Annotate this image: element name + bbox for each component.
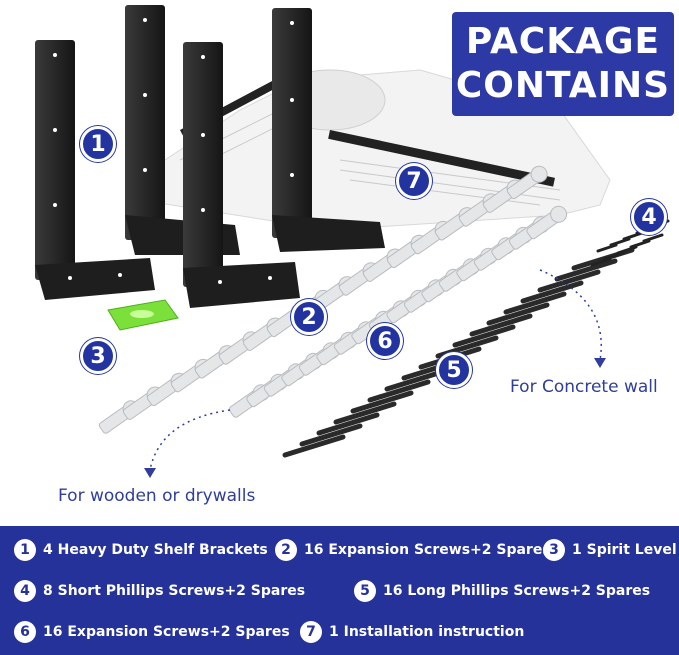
- short-screw: [603, 251, 625, 261]
- content-item-number: 4: [14, 580, 36, 602]
- content-item-label: 16 Long Phillips Screws+2 Spares: [383, 583, 651, 599]
- badge-expansion-screws-b: 6: [367, 323, 403, 359]
- content-item-6: 6 16 Expansion Screws+2 Spares: [14, 619, 290, 645]
- content-item-label: 1 Spirit Level: [572, 542, 677, 558]
- anchor: [506, 165, 548, 200]
- title-line-1: PACKAGE: [465, 21, 661, 62]
- title-line-2: CONTAINS: [455, 65, 671, 106]
- long-screw: [503, 291, 567, 315]
- badge-brackets: 1: [80, 126, 116, 162]
- content-item-7: 7 1 Installation instruction: [300, 619, 524, 645]
- package-illustration: [35, 5, 670, 478]
- badge-instructions: 7: [396, 163, 432, 199]
- long-screw: [316, 412, 380, 436]
- content-item-1: 1 4 Heavy Duty Shelf Brackets: [14, 537, 268, 563]
- long-screw: [350, 390, 414, 414]
- wooden-arrow: [149, 409, 231, 471]
- content-item-label: 16 Expansion Screws+2 Spares: [43, 624, 290, 640]
- concrete-arrow-head: [594, 358, 606, 368]
- package-contains-title: PACKAGE CONTAINS: [452, 12, 674, 116]
- short-screw: [609, 237, 631, 247]
- long-screw: [452, 324, 516, 348]
- short-screw: [622, 231, 644, 241]
- long-screw: [554, 258, 618, 282]
- anchor: [526, 205, 568, 240]
- long-screw: [469, 313, 533, 337]
- spirit-level: [107, 299, 179, 331]
- short-screw: [616, 245, 638, 255]
- content-item-number: 6: [14, 621, 36, 643]
- content-item-number: 5: [354, 580, 376, 602]
- content-item-label: 1 Installation instruction: [329, 624, 525, 640]
- long-screw: [486, 302, 550, 326]
- content-item-number: 7: [300, 621, 322, 643]
- long-screw: [333, 401, 397, 425]
- wooden-arrow-head: [144, 468, 156, 478]
- content-item-number: 3: [543, 539, 565, 561]
- callout-wooden-drywall: For wooden or drywalls: [58, 486, 256, 506]
- content-item-label: 8 Short Phillips Screws+2 Spares: [43, 583, 306, 599]
- long-screw: [520, 280, 584, 304]
- short-screw: [590, 257, 612, 267]
- callout-concrete-wall: For Concrete wall: [510, 377, 658, 397]
- badge-expansion-screws-a: 2: [291, 299, 327, 335]
- content-item-5: 5 16 Long Phillips Screws+2 Spares: [354, 578, 650, 604]
- long-screw: [384, 368, 448, 392]
- content-item-3: 3 1 Spirit Level: [543, 537, 677, 563]
- badge-long-screws: 5: [436, 352, 472, 388]
- long-screw: [282, 434, 346, 458]
- long-screw: [367, 379, 431, 403]
- badge-spirit-level: 3: [80, 338, 116, 374]
- content-item-number: 1: [14, 539, 36, 561]
- content-item-label: 16 Expansion Screws+2 Spares: [304, 542, 551, 558]
- short-screw: [629, 239, 651, 249]
- content-item-2: 2 16 Expansion Screws+2 Spares: [275, 537, 551, 563]
- short-screw: [642, 233, 664, 243]
- content-item-4: 4 8 Short Phillips Screws+2 Spares: [14, 578, 305, 604]
- short-screw: [596, 243, 618, 253]
- long-screws: [282, 247, 635, 458]
- content-item-number: 2: [275, 539, 297, 561]
- short-screws: [590, 219, 670, 267]
- long-screw: [537, 269, 601, 293]
- expansion-anchors: [98, 165, 568, 434]
- concrete-arrow: [539, 269, 602, 361]
- content-item-label: 4 Heavy Duty Shelf Brackets: [43, 542, 268, 558]
- shelf-brackets: [35, 5, 385, 308]
- contents-footer: 1 4 Heavy Duty Shelf Brackets 2 16 Expan…: [0, 526, 679, 655]
- badge-short-screws: 4: [631, 199, 667, 235]
- long-screw: [299, 423, 363, 447]
